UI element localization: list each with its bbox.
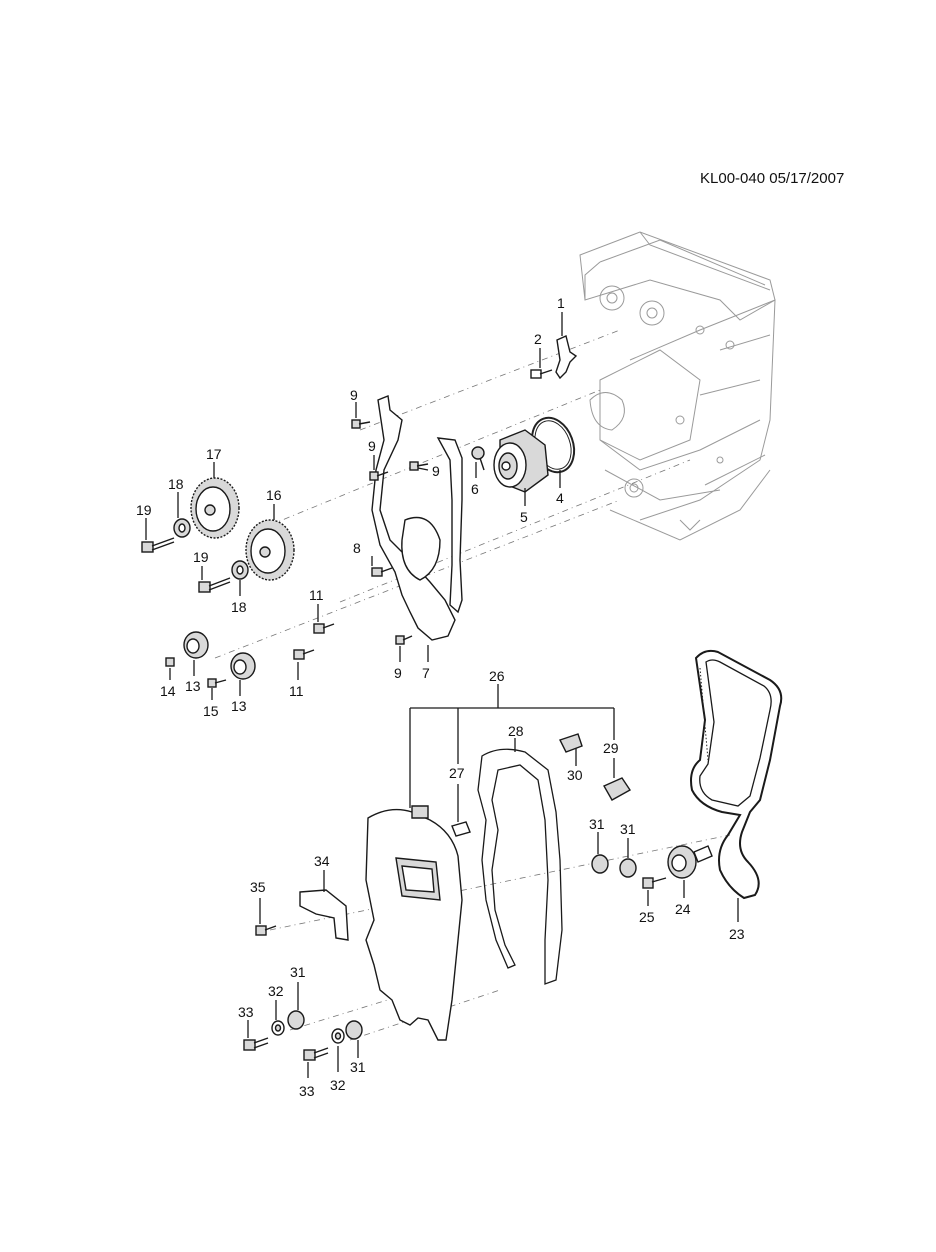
part-19-bolts bbox=[141, 518, 231, 593]
part-25-bolt bbox=[642, 877, 667, 906]
part-31-grommets-lower bbox=[287, 982, 363, 1058]
callout: 30 bbox=[567, 767, 583, 783]
callout: 9 bbox=[350, 387, 358, 403]
part-34-plate bbox=[299, 870, 349, 941]
part-28-gasket bbox=[477, 738, 563, 985]
callout: 17 bbox=[206, 446, 222, 462]
part-2-bolt bbox=[530, 348, 553, 379]
callout: 31 bbox=[350, 1059, 366, 1075]
part-14-nut bbox=[165, 657, 175, 680]
callout: 8 bbox=[353, 540, 361, 556]
part-26-bracket-lines bbox=[409, 684, 615, 808]
callout-labels: 1 2 4 5 6 7 8 9 9 9 9 11 11 13 13 14 15 … bbox=[136, 295, 745, 1099]
callout: 31 bbox=[290, 964, 306, 980]
engine-block bbox=[579, 231, 776, 541]
callout: 35 bbox=[250, 879, 266, 895]
callout: 34 bbox=[314, 853, 330, 869]
document-id: KL00-040 05/17/2007 bbox=[700, 170, 845, 187]
callout: 6 bbox=[471, 481, 479, 497]
callout: 16 bbox=[266, 487, 282, 503]
callout: 26 bbox=[489, 668, 505, 684]
callout: 18 bbox=[168, 476, 184, 492]
callout: 9 bbox=[394, 665, 402, 681]
callout: 25 bbox=[639, 909, 655, 925]
callout: 32 bbox=[330, 1077, 346, 1093]
part-27-pin bbox=[451, 784, 471, 837]
callout: 31 bbox=[620, 821, 636, 837]
part-17-sprocket bbox=[190, 462, 240, 539]
callout: 2 bbox=[534, 331, 542, 347]
callout: 14 bbox=[160, 683, 176, 699]
part-5-water-pump bbox=[493, 429, 549, 506]
callout: 9 bbox=[432, 463, 440, 479]
callout: 29 bbox=[603, 740, 619, 756]
part-18-washers bbox=[173, 492, 249, 596]
callout: 15 bbox=[203, 703, 219, 719]
part-8-bolt bbox=[371, 556, 393, 577]
part-1-bracket bbox=[555, 312, 578, 380]
callout: 11 bbox=[289, 683, 304, 699]
part-23-timing-belt bbox=[690, 649, 783, 922]
part-7-rear-cover bbox=[371, 395, 463, 662]
part-35-bolt bbox=[255, 898, 277, 936]
callout: 13 bbox=[185, 678, 201, 694]
part-6-bolt bbox=[471, 446, 485, 478]
part-24-tensioner bbox=[667, 845, 713, 898]
callout: 5 bbox=[520, 509, 528, 525]
part-9-bolts bbox=[351, 402, 429, 662]
part-26-front-cover bbox=[365, 805, 463, 1041]
callout: 1 bbox=[557, 295, 565, 311]
callout: 11 bbox=[309, 587, 324, 603]
callout: 24 bbox=[675, 901, 691, 917]
part-30-clip bbox=[559, 733, 583, 766]
callout: 9 bbox=[368, 438, 376, 454]
callout: 19 bbox=[193, 549, 209, 565]
callout: 7 bbox=[422, 665, 430, 681]
callout: 31 bbox=[589, 816, 605, 832]
part-15-bolt bbox=[207, 678, 227, 700]
part-16-sprocket bbox=[245, 504, 295, 581]
callout: 27 bbox=[449, 765, 465, 781]
callout: 23 bbox=[729, 926, 745, 942]
part-13-idlers bbox=[183, 631, 256, 696]
part-29-clip bbox=[603, 758, 632, 801]
callout: 13 bbox=[231, 698, 247, 714]
part-33-bolts bbox=[243, 1020, 329, 1078]
callout: 18 bbox=[231, 599, 247, 615]
part-32-washers bbox=[271, 1000, 345, 1072]
callout: 33 bbox=[299, 1083, 315, 1099]
callout: 28 bbox=[508, 723, 524, 739]
callout: 4 bbox=[556, 490, 564, 506]
callout: 33 bbox=[238, 1004, 254, 1020]
part-11-bolts bbox=[293, 604, 335, 680]
part-31-grommets-right bbox=[591, 832, 637, 878]
callout: 32 bbox=[268, 983, 284, 999]
callout: 19 bbox=[136, 502, 152, 518]
